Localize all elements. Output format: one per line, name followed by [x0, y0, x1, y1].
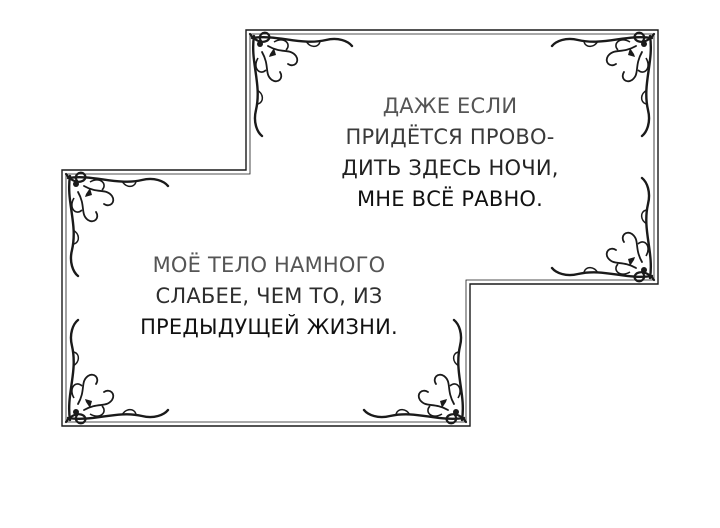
narration-line: ПРИДЁТСЯ ПРОВО-: [345, 125, 555, 149]
narration-line: ПРЕДЫДУЩЕЙ ЖИЗНИ.: [140, 315, 398, 339]
narration-line: ДИТЬ ЗДЕСЬ НОЧИ,: [341, 156, 559, 180]
narration-line: МОЁ ТЕЛО НАМНОГО: [152, 253, 386, 277]
frame-outline: [61, 29, 659, 427]
narration-text-top: ДАЖЕ ЕСЛИ ПРИДЁТСЯ ПРОВО- ДИТЬ ЗДЕСЬ НОЧ…: [330, 91, 570, 215]
narration-line: МНЕ ВСЁ РАВНО.: [356, 187, 544, 211]
narration-text-bottom: МОЁ ТЕЛО НАМНОГО СЛАБЕЕ, ЧЕМ ТО, ИЗ ПРЕД…: [138, 250, 400, 343]
narration-line: ДАЖЕ ЕСЛИ: [382, 94, 518, 118]
narration-line: СЛАБЕЕ, ЧЕМ ТО, ИЗ: [155, 284, 383, 308]
